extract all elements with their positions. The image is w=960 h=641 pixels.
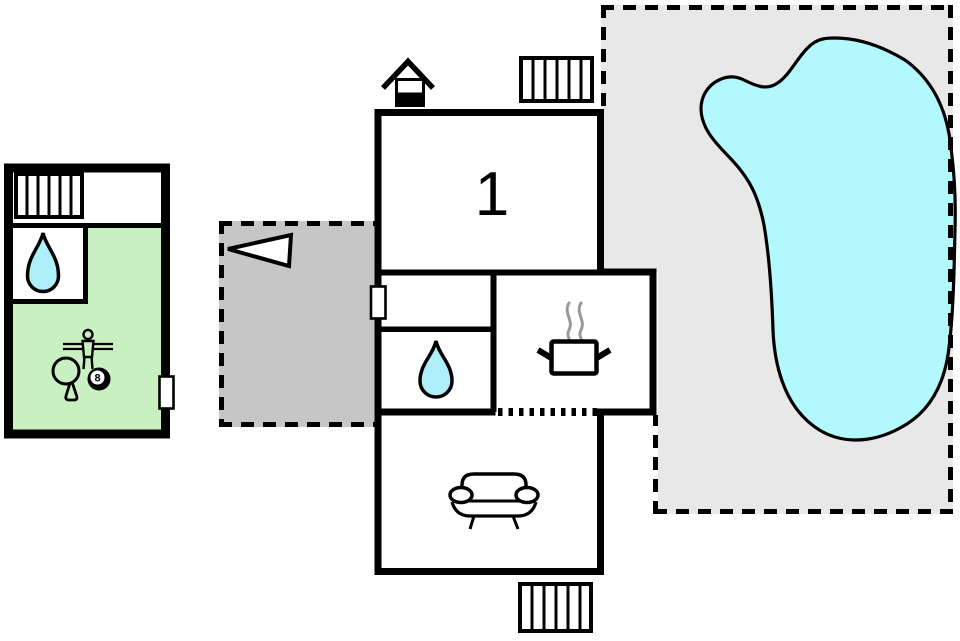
annex-interior-walls: [13, 223, 161, 304]
kitchen: [536, 301, 612, 376]
annex-stairs-icon: [14, 172, 84, 219]
main-house-outer-wall: [374, 109, 657, 575]
stairs-icon-top: [519, 56, 594, 103]
bathroom-water-drop-icon: [418, 340, 454, 399]
games-room-icons: 8: [51, 328, 113, 402]
annex-water-drop-icon: [25, 232, 61, 294]
entrance-arrow-icon: [227, 232, 294, 269]
room-1-label: 1: [475, 160, 509, 229]
terrace-area: [219, 221, 376, 427]
pond-icon: [699, 36, 957, 442]
main-house: 1: [369, 109, 657, 575]
entrance-house-icon: [380, 57, 436, 107]
steam-lines: [565, 301, 584, 342]
annex-building: 8: [4, 163, 175, 439]
billiard-eight-ball-icon: 8: [87, 367, 111, 391]
garden-area: [601, 5, 957, 514]
living-room: [448, 472, 540, 530]
garden-dashed-border: [601, 5, 953, 514]
main-house-interior-walls: [374, 269, 600, 416]
annex-door-icon: [158, 375, 175, 410]
cooking-pot-icon: [536, 301, 612, 376]
foosball-player-icon: [63, 328, 113, 370]
sofa-icon: [448, 472, 540, 530]
terrace-dashed-border: [219, 221, 376, 427]
games-room-floor: [13, 228, 161, 430]
room-1: 1: [475, 160, 509, 229]
stairs-icon-bottom: [518, 582, 593, 633]
bathroom: [418, 340, 454, 399]
main-door-icon: [369, 285, 387, 320]
table-tennis-paddle-icon: [51, 356, 81, 402]
eight-ball-number: 8: [94, 373, 100, 385]
